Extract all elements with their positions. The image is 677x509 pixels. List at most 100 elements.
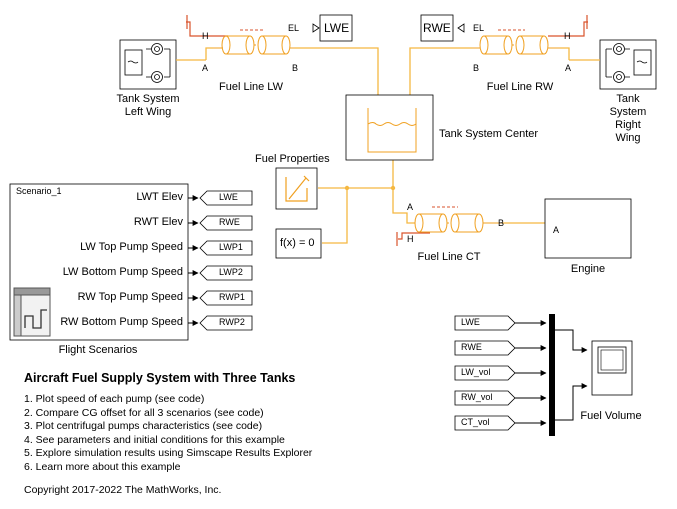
fuel-line-lw[interactable]: [213, 29, 295, 55]
port-a-engine: A: [553, 225, 560, 235]
signal-editor-icon: [13, 287, 51, 337]
note-item-6[interactable]: 6. Learn more about this example: [24, 460, 181, 473]
mux-block[interactable]: [549, 314, 555, 436]
goto-tag-label: LWE: [219, 192, 238, 202]
goto-tag-lwe[interactable]: [199, 190, 253, 206]
goto-tag-rwe[interactable]: [199, 215, 253, 231]
conn-rw-to-center[interactable]: [409, 47, 472, 95]
from-tag-label: CT_vol: [461, 417, 490, 427]
fuel-line-rw[interactable]: [472, 29, 560, 55]
fuel-line-rw-label: Fuel Line RW: [486, 81, 554, 93]
fuel-volume-label: Fuel Volume: [580, 410, 642, 422]
thermal-connections: [186, 15, 588, 246]
goto-tag-rwp1[interactable]: [199, 290, 253, 306]
solver-configuration-block[interactable]: [275, 228, 322, 259]
scenario-output-1: LWT Elev: [136, 191, 183, 203]
thermal-ct[interactable]: [398, 232, 430, 240]
goto-tag-label: LWP1: [219, 242, 243, 252]
scenario-output-5: RW Top Pump Speed: [77, 291, 183, 303]
goto-tag-rwp2[interactable]: [199, 315, 253, 331]
port-b-lw: B: [292, 63, 299, 73]
goto-tag-label: LWP2: [219, 267, 243, 277]
thermal-rw[interactable]: [548, 21, 588, 37]
tank-system-icon: [605, 43, 652, 83]
port-el-lw: EL: [288, 23, 300, 33]
junction-dot: [390, 185, 396, 191]
tank-left-label-text: Tank System Left Wing: [116, 93, 180, 118]
model-title: Aircraft Fuel Supply System with Three T…: [24, 371, 296, 385]
from-tag-lw_vol[interactable]: [454, 365, 516, 381]
port-h-lw: H: [202, 31, 209, 41]
goto-tag-lwp2[interactable]: [199, 265, 253, 281]
lwe-from-block[interactable]: [312, 14, 353, 42]
from-tag-lwe[interactable]: [454, 315, 516, 331]
goto-tag-label: RWP2: [219, 317, 245, 327]
tank-right-label-text: Tank System Right Wing: [609, 93, 647, 144]
port-a-left-tank: A: [202, 63, 209, 73]
thermal-lw[interactable]: [186, 21, 228, 37]
port-h-ct: H: [407, 234, 414, 244]
tank-system-icon: [124, 43, 171, 83]
port-h-rw: H: [564, 31, 571, 41]
engine-label: Engine: [570, 263, 606, 275]
tank-system-left-wing[interactable]: [119, 39, 206, 90]
from-tag-label: LW_vol: [461, 367, 491, 377]
note-item-4[interactable]: 4. See parameters and initial conditions…: [24, 433, 285, 446]
scenario-output-2: RWT Elev: [133, 216, 183, 228]
goto-tag-label: RWP1: [219, 292, 245, 302]
fuel-tank-icon: [367, 108, 417, 153]
engine-block[interactable]: [544, 198, 632, 259]
conn-center-to-ct[interactable]: [392, 160, 415, 224]
scenario-output-3: LW Top Pump Speed: [80, 241, 183, 253]
solver-label: f(x) = 0: [280, 237, 315, 249]
mux-to-scope-lines: [555, 329, 588, 421]
port-b-rw: B: [473, 63, 480, 73]
tank-system-right-wing[interactable]: [569, 39, 657, 90]
lwe-from-label: LWE: [324, 21, 350, 35]
goto-tags: [199, 190, 253, 331]
fuel-volume-scope[interactable]: [591, 340, 633, 396]
junction-dot: [344, 185, 350, 191]
rwe-from-block[interactable]: [420, 14, 465, 42]
from-tag-label: RW_vol: [461, 392, 493, 402]
from-tag-rw_vol[interactable]: [454, 390, 516, 406]
goto-tag-lwp1[interactable]: [199, 240, 253, 256]
note-item-3[interactable]: 3. Plot centrifugal pumps characteristic…: [24, 420, 263, 432]
fluid-properties-icon: [285, 175, 310, 202]
tank-center-label: Tank System Center: [439, 128, 539, 140]
port-b-ct: B: [498, 218, 505, 228]
scenario-output-4: LW Bottom Pump Speed: [62, 266, 183, 278]
port-el-rw: EL: [473, 23, 485, 33]
fuel-properties-block[interactable]: [275, 167, 318, 210]
tank-system-center[interactable]: [345, 94, 434, 161]
from-tag-rwe[interactable]: [454, 340, 516, 356]
note-item-5[interactable]: 5. Explore simulation results using Sims…: [24, 447, 313, 459]
rwe-from-label: RWE: [423, 21, 451, 35]
fuel-properties-label: Fuel Properties: [255, 153, 330, 165]
fuel-line-ct-label: Fuel Line CT: [417, 251, 481, 263]
tank-left-label: Tank System Left Wing: [117, 93, 180, 119]
conn-left-tank-to-lw[interactable]: [205, 47, 213, 60]
copyright: Copyright 2017-2022 The MathWorks, Inc.: [24, 484, 222, 496]
conn-rw-to-right-tank[interactable]: [560, 47, 570, 60]
scenario-output-6: RW Bottom Pump Speed: [60, 316, 183, 328]
scenario-signal-lines: [188, 195, 199, 326]
from-tag-label: RWE: [461, 342, 482, 352]
fuel-line-ct[interactable]: [414, 206, 503, 233]
note-item-2[interactable]: 2. Compare CG offset for all 3 scenarios…: [24, 406, 264, 419]
scope-from-tags: [454, 315, 547, 431]
from-tag-label: LWE: [461, 317, 480, 327]
goto-tag-label: RWE: [219, 217, 240, 227]
scenario-name: Scenario_1: [16, 186, 62, 196]
fluid-connections: [205, 47, 570, 244]
from-tag-ct_vol[interactable]: [454, 415, 516, 431]
flight-scenarios-block[interactable]: [9, 183, 189, 341]
conn-solver[interactable]: [322, 188, 348, 244]
conn-lw-to-center[interactable]: [295, 47, 379, 95]
scope-icon: [597, 346, 627, 374]
tank-right-label: Tank System Right Wing: [604, 93, 653, 145]
port-a-ct: A: [407, 202, 414, 212]
flight-scenarios-label: Flight Scenarios: [58, 344, 138, 356]
note-item-1[interactable]: 1. Plot speed of each pump (see code): [24, 393, 205, 405]
